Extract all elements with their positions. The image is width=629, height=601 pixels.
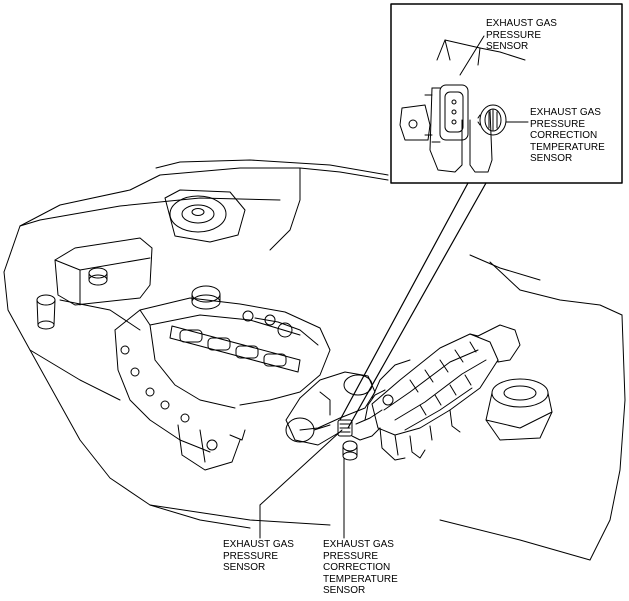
fluid-cap xyxy=(36,294,56,330)
strut-tower xyxy=(164,189,246,243)
leader-lines xyxy=(259,35,529,539)
exhaust-unit xyxy=(371,324,521,461)
inset-sensor-assembly xyxy=(399,39,526,173)
inset-pressure-sensor-label: EXHAUST GAS PRESSURE SENSOR xyxy=(486,18,557,52)
right-strut-tower xyxy=(485,378,553,441)
pressure-sensor-label: EXHAUST GAS PRESSURE SENSOR xyxy=(223,539,294,573)
inset-box xyxy=(390,3,623,184)
engine-sensors xyxy=(337,409,383,461)
inset-temperature-sensor-label: EXHAUST GAS PRESSURE CORRECTION TEMPERAT… xyxy=(530,107,605,164)
intake-piping xyxy=(285,371,376,446)
reservoir-tank xyxy=(54,237,153,306)
wire-harness xyxy=(364,359,411,421)
engine-block xyxy=(114,285,331,471)
temperature-sensor-label: EXHAUST GAS PRESSURE CORRECTION TEMPERAT… xyxy=(323,539,398,596)
vehicle-body-outline xyxy=(3,159,626,561)
